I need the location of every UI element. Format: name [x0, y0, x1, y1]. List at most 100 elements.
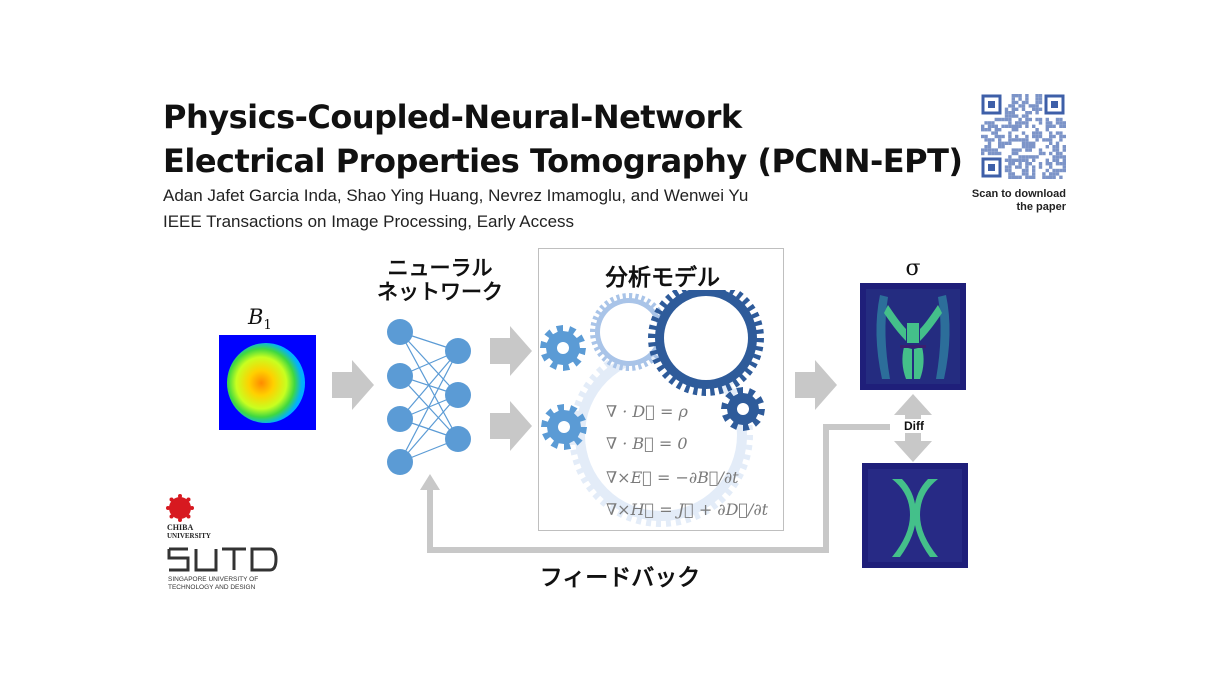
qr-module [1018, 155, 1022, 159]
qr-module [1015, 165, 1019, 169]
qr-module [1015, 107, 1019, 111]
qr-module [1055, 158, 1060, 162]
qr-module [1021, 158, 1026, 162]
neural-network-diagram [387, 319, 471, 475]
qr-module [1018, 165, 1022, 169]
nn-edge [399, 350, 459, 420]
qr-module [1035, 104, 1039, 108]
qr-module [1055, 131, 1060, 135]
qr-module [998, 117, 1002, 122]
paper-title-line2: Electrical Properties Tomography (PCNN-E… [163, 142, 963, 180]
qr-module [1035, 107, 1039, 111]
qr-module [1059, 117, 1063, 122]
qr-module [1025, 155, 1029, 159]
qr-caption-line1: Scan to download [971, 188, 1066, 200]
qr-module [1008, 162, 1012, 166]
qr-module [1001, 117, 1005, 122]
qr-module [987, 124, 992, 128]
qr-module [1011, 128, 1015, 132]
qr-module [1008, 175, 1012, 179]
qr-module [1008, 168, 1012, 173]
qr-module [1062, 162, 1066, 166]
qr-module [1032, 158, 1036, 162]
chiba-logo-line1: CHIBA [167, 523, 193, 532]
qr-module [1011, 124, 1015, 128]
qr-module [1008, 155, 1012, 159]
feedback-label: フィードバック [539, 565, 701, 591]
qr-module [984, 138, 988, 142]
qr-module [1025, 134, 1029, 139]
qr-module [984, 145, 988, 149]
arrow-model-to-output [795, 360, 837, 410]
qr-caption: Scan to download the paper [950, 188, 1066, 214]
qr-module [1028, 111, 1032, 115]
qr-module [1011, 148, 1015, 152]
qr-module [1025, 114, 1029, 118]
qr-module [1062, 158, 1066, 162]
sigma-reference-map [862, 463, 968, 568]
qr-module [1052, 172, 1056, 176]
qr-module [1035, 97, 1039, 101]
qr-module [1059, 168, 1063, 173]
qr-module [987, 141, 992, 145]
qr-module [1059, 131, 1063, 135]
qr-module [1049, 162, 1053, 166]
chiba-university-logo: CHIBA UNIVERSITY [166, 494, 211, 540]
qr-module [991, 148, 995, 152]
qr-module [1028, 145, 1032, 149]
qr-module [1008, 134, 1012, 139]
gear-small-right-hole [737, 403, 749, 415]
qr-module [1059, 138, 1063, 142]
qr-module [991, 131, 995, 135]
qr-module [1032, 131, 1036, 135]
qr-module [987, 151, 992, 156]
qr-module [1038, 94, 1043, 98]
nn-input-node [387, 319, 413, 345]
authors: Adan Jafet Garcia Inda, Shao Ying Huang,… [163, 186, 749, 205]
qr-module [987, 148, 992, 152]
qr-module [1008, 141, 1012, 145]
qr-module [1062, 124, 1066, 128]
qr-module [998, 128, 1002, 132]
qr-module [1059, 155, 1063, 159]
qr-module [1032, 145, 1036, 149]
qr-module [1015, 114, 1019, 118]
qr-module [1028, 148, 1032, 152]
qr-module [1025, 141, 1029, 145]
qr-module [1038, 165, 1043, 169]
qr-module [1042, 175, 1046, 179]
qr-module [1011, 151, 1015, 156]
sutd-logo-line1: SINGAPORE UNIVERSITY OF [168, 576, 258, 583]
qr-module [1011, 162, 1015, 166]
qr-module [1025, 145, 1029, 149]
qr-module [1038, 97, 1043, 101]
qr-module [1004, 117, 1009, 122]
qr-module [1018, 162, 1022, 166]
qr-code[interactable] [980, 93, 1066, 179]
qr-module [998, 134, 1002, 139]
qr-module [1018, 124, 1022, 128]
nn-input-node [387, 406, 413, 432]
qr-module [994, 148, 998, 152]
qr-module [984, 134, 988, 139]
qr-module [1025, 111, 1029, 115]
qr-module [1021, 168, 1026, 173]
qr-module [981, 128, 985, 132]
qr-module [1008, 158, 1012, 162]
qr-module [1038, 151, 1043, 156]
nn-hidden-node [445, 426, 471, 452]
qr-module [981, 148, 985, 152]
qr-module [1045, 138, 1049, 142]
qr-module [1038, 100, 1043, 105]
qr-module [1032, 134, 1036, 139]
equation-faraday: ∇×E⃗ = −∂B⃗/∂t [606, 468, 739, 487]
qr-module [984, 121, 988, 125]
qr-module [1059, 151, 1063, 156]
qr-module [1038, 117, 1043, 122]
qr-module [1052, 124, 1056, 128]
qr-module [1032, 104, 1036, 108]
qr-module [1015, 128, 1019, 132]
gear-small-left-bottom-hole [558, 421, 570, 433]
qr-module [1032, 175, 1036, 179]
qr-module [1025, 94, 1029, 98]
